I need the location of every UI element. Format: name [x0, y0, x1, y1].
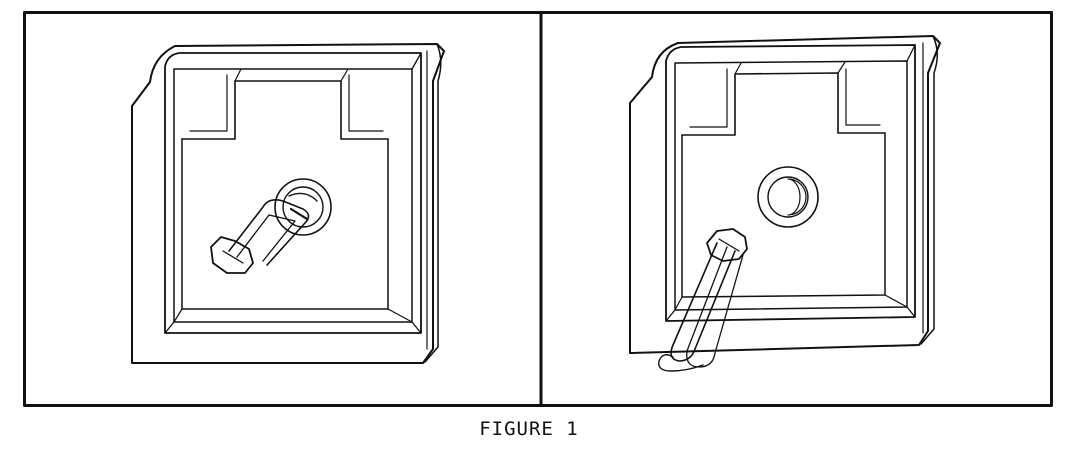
socket-ring — [274, 178, 332, 236]
figure-frame — [23, 11, 1053, 407]
figure-border — [23, 11, 1053, 407]
bail-clip — [228, 199, 310, 266]
right-panel-illustration — [629, 35, 941, 372]
socket-ring-empty — [757, 166, 819, 228]
lamp-plug — [210, 236, 254, 274]
left-panel-illustration — [131, 43, 445, 364]
bail-clip-released — [670, 242, 736, 362]
figure-caption: FIGURE 1 — [0, 418, 1088, 440]
figure-svg — [23, 11, 1053, 407]
figure-caption-text: FIGURE 1 — [479, 418, 579, 440]
lamp-plug-released — [706, 228, 748, 262]
